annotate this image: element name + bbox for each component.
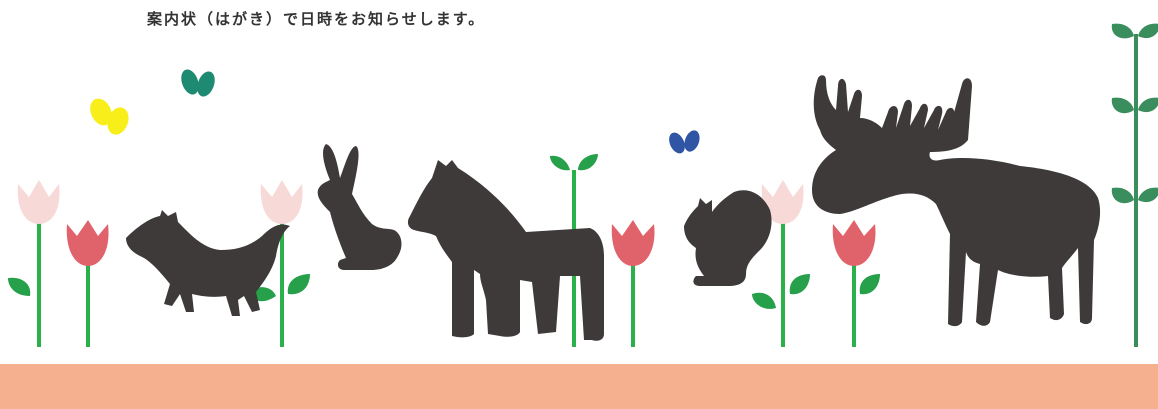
leaf-icon — [578, 154, 598, 171]
stem — [280, 222, 284, 347]
illustration-scene — [8, 23, 1158, 347]
ground-band — [0, 364, 1158, 409]
tulip-pink-icon — [17, 180, 60, 224]
vine-stem — [1134, 34, 1138, 347]
rabbit-icon — [317, 144, 402, 270]
butterfly-teal-icon — [181, 69, 215, 97]
tulip-red-icon — [66, 220, 109, 266]
stem — [781, 222, 785, 347]
leaf-icon — [287, 274, 310, 295]
fox-icon — [126, 210, 290, 316]
leaf-icon — [789, 274, 810, 295]
stem — [631, 262, 635, 347]
stem — [37, 222, 41, 347]
leaf-icon — [1138, 23, 1158, 39]
moose-icon — [812, 75, 1101, 327]
leaf-icon — [8, 277, 31, 296]
leaf-icon — [1138, 97, 1158, 113]
leaf-icon — [1138, 187, 1158, 203]
butterfly-blue-icon — [669, 130, 700, 154]
leaf-icon — [1111, 187, 1134, 204]
leaves — [8, 154, 880, 309]
stem — [86, 262, 90, 347]
squirrel-icon — [684, 190, 772, 286]
ground-rect — [0, 364, 1158, 409]
leaf-icon — [1111, 97, 1134, 114]
notice-text: 案内状（はがき）で日時をお知らせします。 — [147, 10, 486, 28]
vine — [1111, 23, 1158, 347]
dala-horse-icon — [407, 160, 604, 341]
leaf-icon — [1111, 23, 1134, 39]
stem — [852, 262, 856, 347]
tulip-red-icon — [832, 220, 876, 266]
leaf-icon — [752, 292, 776, 309]
leaf-icon — [859, 274, 880, 295]
leaf-icon — [550, 155, 570, 171]
tulip-red-icon — [611, 220, 655, 266]
tulips — [17, 180, 876, 266]
tulip-pink-icon — [761, 180, 804, 224]
tulip-pink-icon — [260, 180, 303, 224]
butterfly-yellow-icon — [90, 98, 129, 135]
